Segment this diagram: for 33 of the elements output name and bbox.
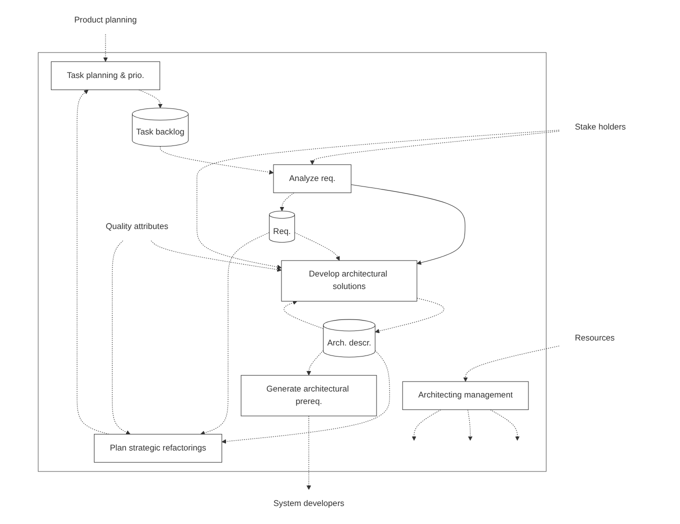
arrow xyxy=(412,409,442,441)
arrow xyxy=(468,409,473,441)
node-box: Task planning & prio. xyxy=(51,61,160,90)
node-box: Analyze req. xyxy=(273,164,352,194)
arrow xyxy=(310,131,560,165)
node-text: System developers xyxy=(274,499,344,508)
arrow xyxy=(222,350,390,444)
arrow xyxy=(306,416,312,490)
node-box: Plan strategic refactorings xyxy=(94,434,222,463)
node-box: Architecting management xyxy=(402,381,529,410)
arrow xyxy=(103,34,108,62)
arrow xyxy=(284,300,324,329)
arrow xyxy=(160,146,274,174)
arrow xyxy=(490,409,520,441)
arrow xyxy=(463,346,560,382)
node-box: Develop architectural solutions xyxy=(281,260,418,302)
arrow xyxy=(280,192,294,212)
arrow xyxy=(306,350,324,376)
node-text: Stake holders xyxy=(575,122,626,132)
node-box: Generate architectural prereq. xyxy=(241,375,377,416)
arrow xyxy=(375,298,444,334)
arrow xyxy=(76,90,110,434)
arrow xyxy=(200,232,270,436)
arrow xyxy=(294,232,340,261)
node-text: Resources xyxy=(575,334,615,342)
arrow xyxy=(351,184,466,265)
node-text: Product planning xyxy=(74,16,137,24)
arrow xyxy=(112,240,131,434)
arrow xyxy=(138,90,163,108)
arrow xyxy=(196,130,560,270)
arrow xyxy=(150,240,282,272)
node-text: Quality attributes xyxy=(106,222,168,231)
cluster xyxy=(38,52,547,472)
